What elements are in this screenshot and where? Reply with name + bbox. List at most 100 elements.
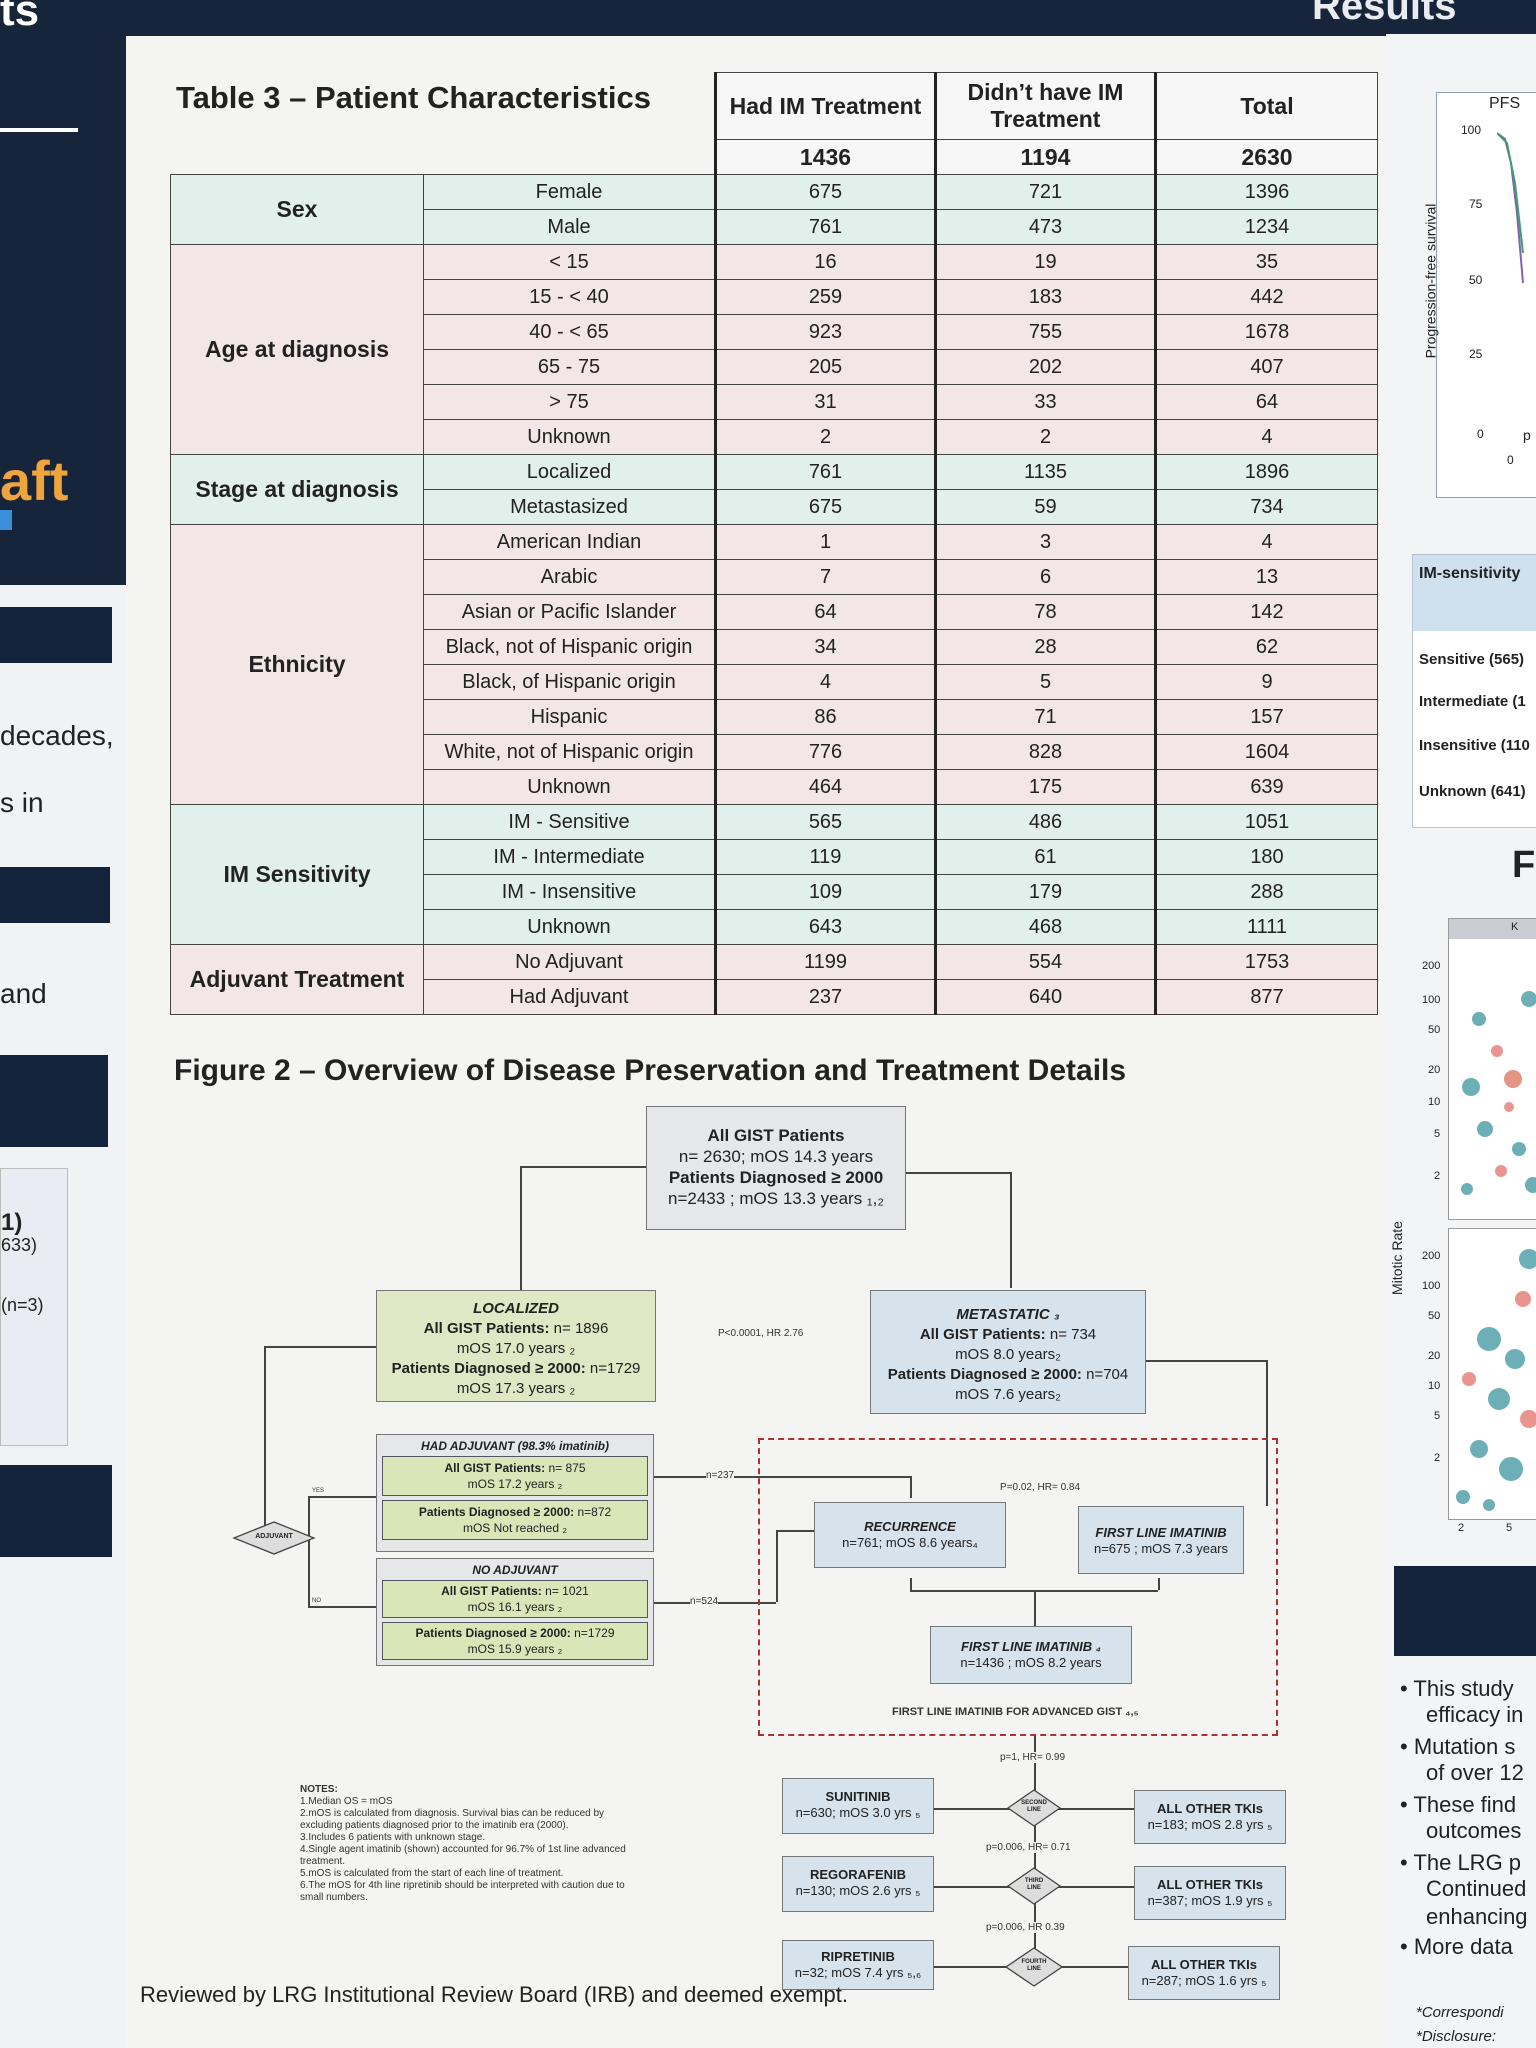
bullet-cont: enhancing bbox=[1426, 1904, 1528, 1929]
row-label-cell: Localized bbox=[423, 454, 716, 490]
value-cell: 34 bbox=[714, 629, 937, 665]
had-adjuvant-2000-box: Patients Diagnosed ≥ 2000: n=872 mOS Not… bbox=[382, 1500, 648, 1540]
left-mini-text: 633) bbox=[1, 1235, 38, 1255]
note-line: small numbers. bbox=[300, 1892, 368, 1903]
scatter-tick: 2 bbox=[1434, 1452, 1441, 1464]
value-cell: 468 bbox=[934, 909, 1157, 945]
n237-label: n=237 bbox=[706, 1470, 735, 1481]
im-sensitivity-table: IM-sensitivity Sensitive (565) Intermedi… bbox=[1412, 554, 1536, 828]
value-cell: 13 bbox=[1155, 559, 1378, 595]
row-label-cell: IM - Intermediate bbox=[423, 839, 716, 875]
value-cell: 643 bbox=[714, 909, 937, 945]
total-all: 2630 bbox=[1155, 139, 1378, 175]
localized-l3a: Patients Diagnosed ≥ 2000: bbox=[391, 1360, 586, 1377]
value-cell: 1604 bbox=[1155, 734, 1378, 770]
scatter-tick: 50 bbox=[1428, 1310, 1441, 1322]
notes-title: NOTES: bbox=[300, 1784, 338, 1795]
left-mini-table: 1) 633) (n=3) bbox=[0, 1168, 68, 1446]
value-cell: 9 bbox=[1155, 664, 1378, 700]
value-cell: 565 bbox=[714, 804, 937, 840]
fourth-line-label: FOURTH LINE bbox=[1021, 1959, 1047, 1972]
value-cell: 464 bbox=[714, 769, 937, 805]
row-label-cell: Male bbox=[423, 209, 716, 245]
connector bbox=[264, 1346, 377, 1348]
value-cell: 33 bbox=[934, 384, 1157, 420]
left-section-bar bbox=[0, 1465, 112, 1557]
value-cell: 205 bbox=[714, 349, 937, 385]
all-2000-n: n=2433 ; mOS 13.3 years ₁,₂ bbox=[668, 1189, 884, 1208]
scatter-xtick: 2 bbox=[1458, 1522, 1465, 1534]
value-cell: 1753 bbox=[1155, 944, 1378, 980]
table-header-row: Had IM Treatment Didn’t have IM Treatmen… bbox=[171, 72, 1378, 140]
footnote: *Disclosure: bbox=[1416, 2028, 1497, 2045]
adjuvant-label: ADJUVANT bbox=[255, 1533, 293, 1540]
row-label-cell: > 75 bbox=[423, 384, 716, 420]
scatter-panel-a: K bbox=[1448, 918, 1536, 1220]
localized-l2: mOS 17.0 years ₂ bbox=[456, 1340, 576, 1357]
first-line-a-title: FIRST LINE IMATINIB bbox=[1095, 1525, 1227, 1540]
first-line-b-line: n=1436 ; mOS 8.2 years bbox=[960, 1655, 1102, 1670]
conclusions-bar bbox=[1394, 1566, 1536, 1656]
row-label-cell: < 15 bbox=[423, 244, 716, 280]
scatter-points-b bbox=[1456, 1249, 1536, 1511]
scatter-tick: 20 bbox=[1428, 1064, 1441, 1076]
value-cell: 202 bbox=[934, 349, 1157, 385]
row-label-cell: No Adjuvant bbox=[423, 944, 716, 980]
third-line-label: THIRD LINE bbox=[1024, 1878, 1044, 1891]
note-line: 2.mOS is calculated from diagnosis. Surv… bbox=[300, 1808, 605, 1819]
figure-title: Figure 2 – Overview of Disease Preservat… bbox=[174, 1054, 1127, 1087]
had-adjuvant-all-box: All GIST Patients: n= 875 mOS 17.2 years… bbox=[382, 1456, 648, 1496]
value-cell: 2 bbox=[934, 419, 1157, 455]
value-cell: 179 bbox=[934, 874, 1157, 910]
scatter-panel-b bbox=[1448, 1228, 1536, 1520]
metastatic-l2: mOS 8.0 years₂ bbox=[955, 1346, 1061, 1363]
connector bbox=[776, 1530, 778, 1602]
other-tki-second-title: ALL OTHER TKIs bbox=[1157, 1801, 1263, 1816]
connector bbox=[520, 1166, 648, 1168]
value-cell: 259 bbox=[714, 279, 937, 315]
metastatic-l3b: n=704 bbox=[1081, 1366, 1129, 1383]
bullet-cont: efficacy in bbox=[1426, 1702, 1524, 1727]
no-adjuvant-2000-box: Patients Diagnosed ≥ 2000: n=1729 mOS 15… bbox=[382, 1622, 648, 1660]
figure-heading-partial: F bbox=[1512, 844, 1536, 886]
im-header-label: IM-sensitivity bbox=[1419, 565, 1521, 582]
no-adjuvant-a3: mOS 16.1 years ₂ bbox=[467, 1600, 563, 1614]
category-cell: Sex bbox=[170, 174, 424, 245]
value-cell: 28 bbox=[934, 629, 1157, 665]
value-cell: 776 bbox=[714, 734, 937, 770]
connector bbox=[1010, 1172, 1012, 1288]
connector bbox=[264, 1346, 266, 1532]
left-snippet: decades, bbox=[0, 720, 114, 751]
value-cell: 61 bbox=[934, 839, 1157, 875]
pfs-title: PFS bbox=[1489, 95, 1521, 112]
ripretinib-box: RIPRETINIB n=32; mOS 7.4 yrs ₅,₆ bbox=[782, 1940, 934, 1990]
no-label: NO bbox=[312, 1598, 321, 1604]
fourth-line-diamond-shape bbox=[1004, 1947, 1064, 1987]
metastatic-l1a: All GIST Patients: bbox=[919, 1326, 1046, 1343]
first-line-a-box: FIRST LINE IMATINIB n=675 ; mOS 7.3 year… bbox=[1078, 1506, 1244, 1574]
value-cell: 1678 bbox=[1155, 314, 1378, 350]
note-line: 6.The mOS for 4th line ripretinib should… bbox=[300, 1880, 625, 1891]
row-label-cell: Unknown bbox=[423, 419, 716, 455]
value-cell: 755 bbox=[934, 314, 1157, 350]
value-cell: 142 bbox=[1155, 594, 1378, 630]
other-tki-second-box: ALL OTHER TKIs n=183; mOS 2.8 yrs ₅ bbox=[1134, 1790, 1286, 1844]
row-label-cell: Arabic bbox=[423, 559, 716, 595]
value-cell: 554 bbox=[934, 944, 1157, 980]
total-no-im: 1194 bbox=[934, 139, 1157, 175]
bullet: • The LRG p bbox=[1400, 1850, 1522, 1875]
left-snippet: s in bbox=[0, 787, 44, 818]
scatter-tick: 100 bbox=[1422, 994, 1441, 1006]
value-cell: 1111 bbox=[1155, 909, 1378, 945]
third-line-diamond: THIRD LINE bbox=[1006, 1866, 1062, 1906]
bullet: • These find bbox=[1400, 1792, 1517, 1817]
value-cell: 1199 bbox=[714, 944, 937, 980]
